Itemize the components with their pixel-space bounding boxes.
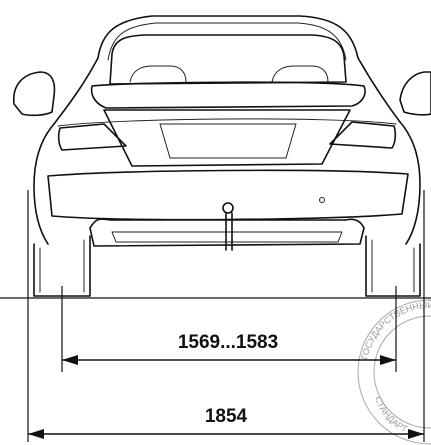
track-width-label: 1569...1583 — [178, 332, 278, 353]
right-mirror — [399, 71, 431, 116]
diffuser-inner — [111, 231, 343, 243]
stamp-text-top: ГОСУДАРСТВЕННЫЙ — [359, 299, 431, 361]
body-left-side — [33, 123, 55, 245]
left-tire-inner — [39, 239, 85, 293]
track-width-dimension: 1569...1583 — [62, 332, 396, 365]
rear-spoiler — [90, 81, 366, 109]
bumper-sensor — [319, 197, 325, 203]
trunk-lid — [103, 109, 351, 167]
car-body — [13, 15, 431, 297]
roof-outline — [97, 15, 359, 59]
right-tire-inner — [371, 239, 415, 293]
tail-light-left — [57, 123, 127, 151]
headrest-right — [271, 65, 329, 83]
extension-lines — [27, 190, 425, 442]
rear-window — [109, 34, 347, 85]
overall-width-dimension: 1854 — [28, 406, 424, 439]
shoulder-line — [57, 118, 397, 127]
tow-hook — [222, 202, 234, 251]
license-plate-recess — [159, 123, 297, 159]
roof-inner-line — [107, 22, 347, 61]
left-mirror — [13, 71, 56, 117]
left-c-pillar — [53, 57, 99, 125]
right-tire — [365, 235, 421, 297]
certification-stamp: ГОСУДАРСТВЕННЫЙ СТАНДАРТ — [357, 299, 431, 445]
headrest-left — [129, 65, 187, 83]
right-c-pillar — [357, 57, 401, 123]
overall-width-label: 1854 — [205, 406, 248, 427]
rear-diffuser — [89, 218, 365, 247]
stamp-text-bottom: СТАНДАРТ — [373, 395, 410, 434]
tail-light-right — [329, 121, 397, 149]
body-right-side — [399, 121, 421, 245]
